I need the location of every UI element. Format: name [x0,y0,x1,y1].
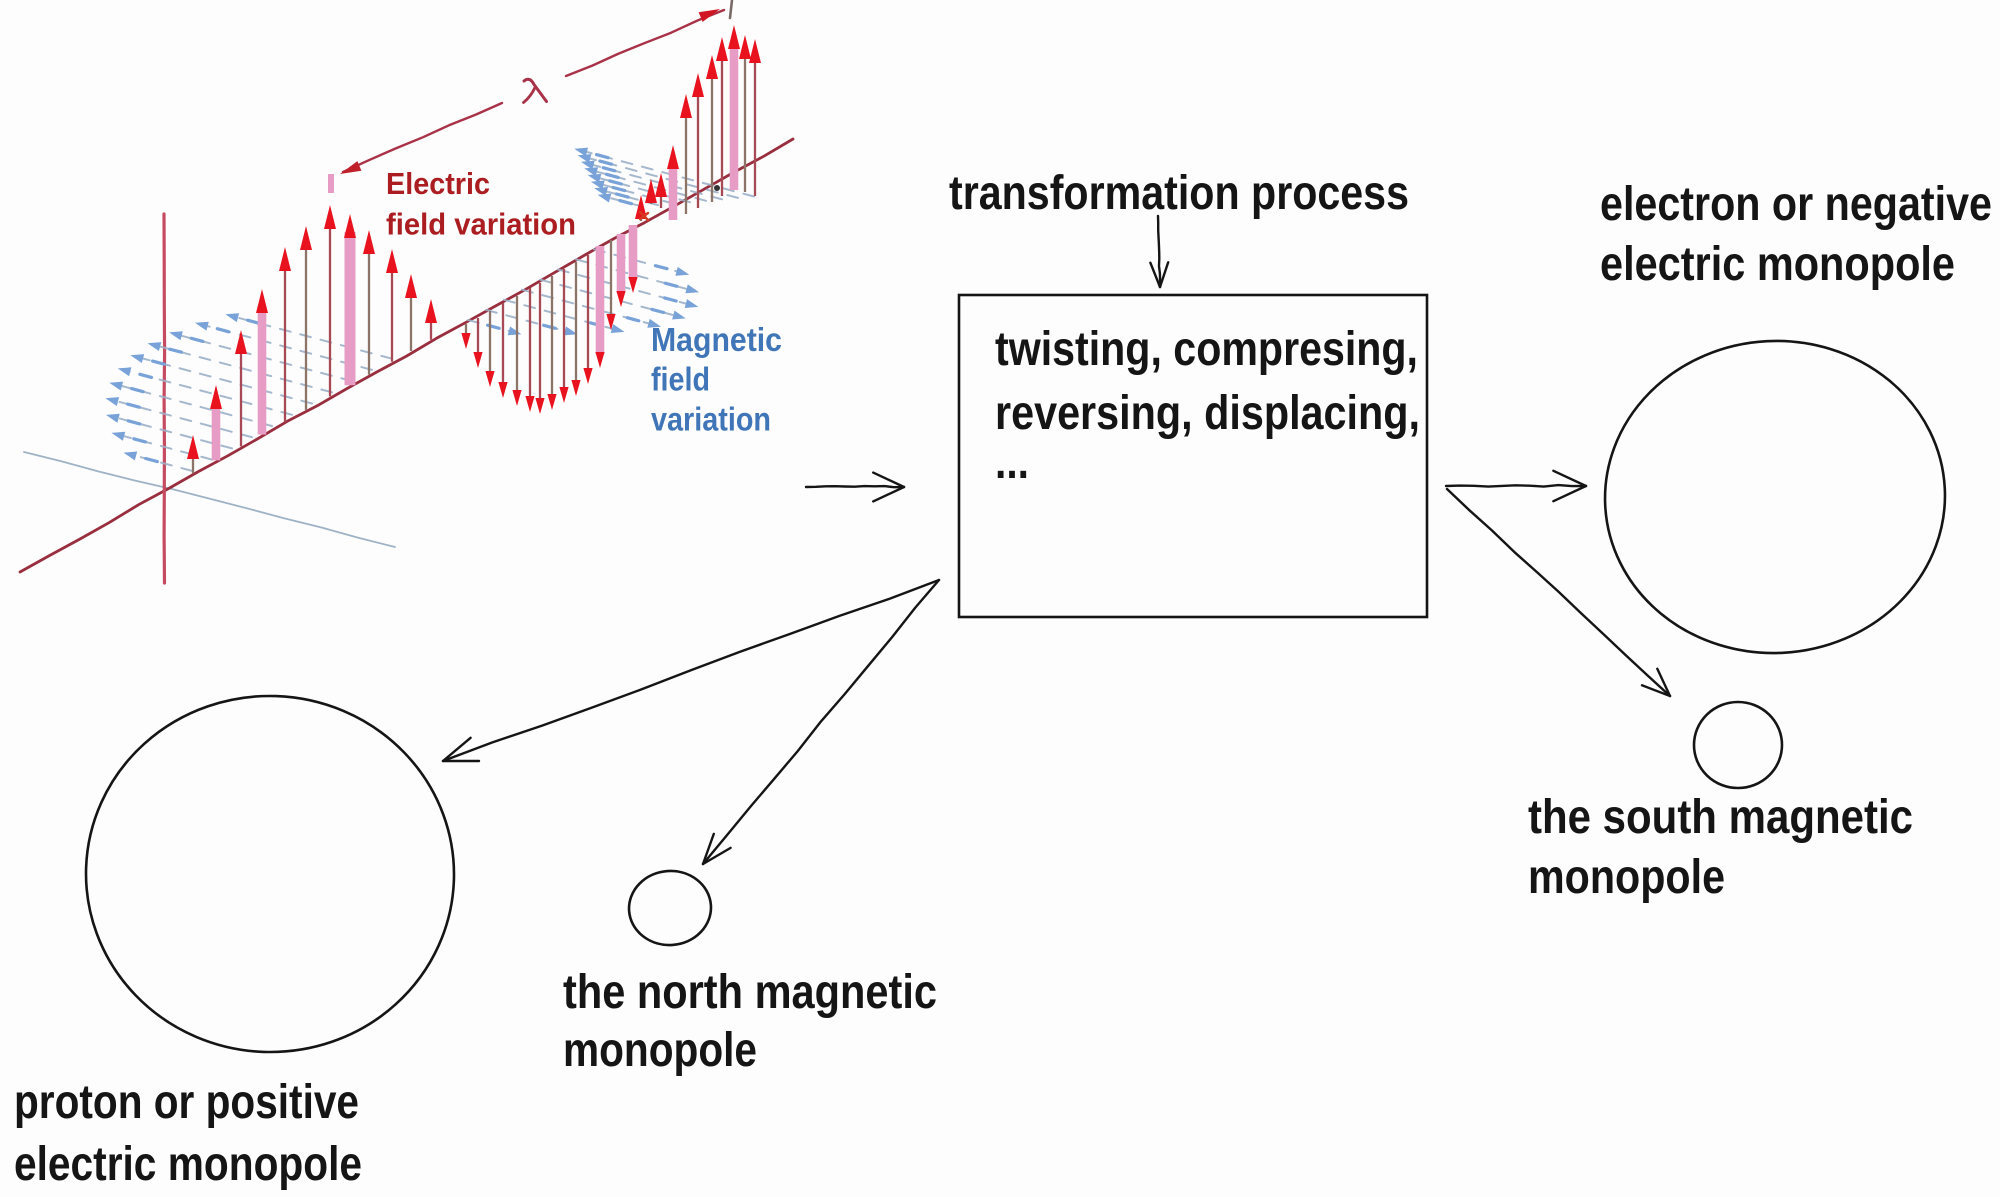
svg-text:field: field [651,361,710,398]
svg-text:field variation: field variation [386,207,576,242]
svg-text:reversing, displacing,: reversing, displacing, [995,387,1420,440]
svg-text:the south magnetic: the south magnetic [1528,791,1913,844]
svg-text:monopole: monopole [1528,851,1725,904]
svg-text:Electric: Electric [386,166,490,201]
svg-text:proton or positive: proton or positive [14,1076,359,1129]
svg-text:...: ... [995,436,1029,489]
svg-text:the north magnetic: the north magnetic [563,966,937,1019]
svg-text:variation: variation [651,401,771,438]
svg-text:monopole: monopole [563,1024,757,1077]
svg-text:electric monopole: electric monopole [1600,238,1955,291]
svg-text:transformation process: transformation process [949,167,1409,220]
svg-text:electric monopole: electric monopole [14,1138,362,1191]
svg-text:Magnetic: Magnetic [651,321,782,358]
svg-text:electron or negative: electron or negative [1600,178,1992,231]
svg-text:twisting, compresing,: twisting, compresing, [995,323,1418,376]
